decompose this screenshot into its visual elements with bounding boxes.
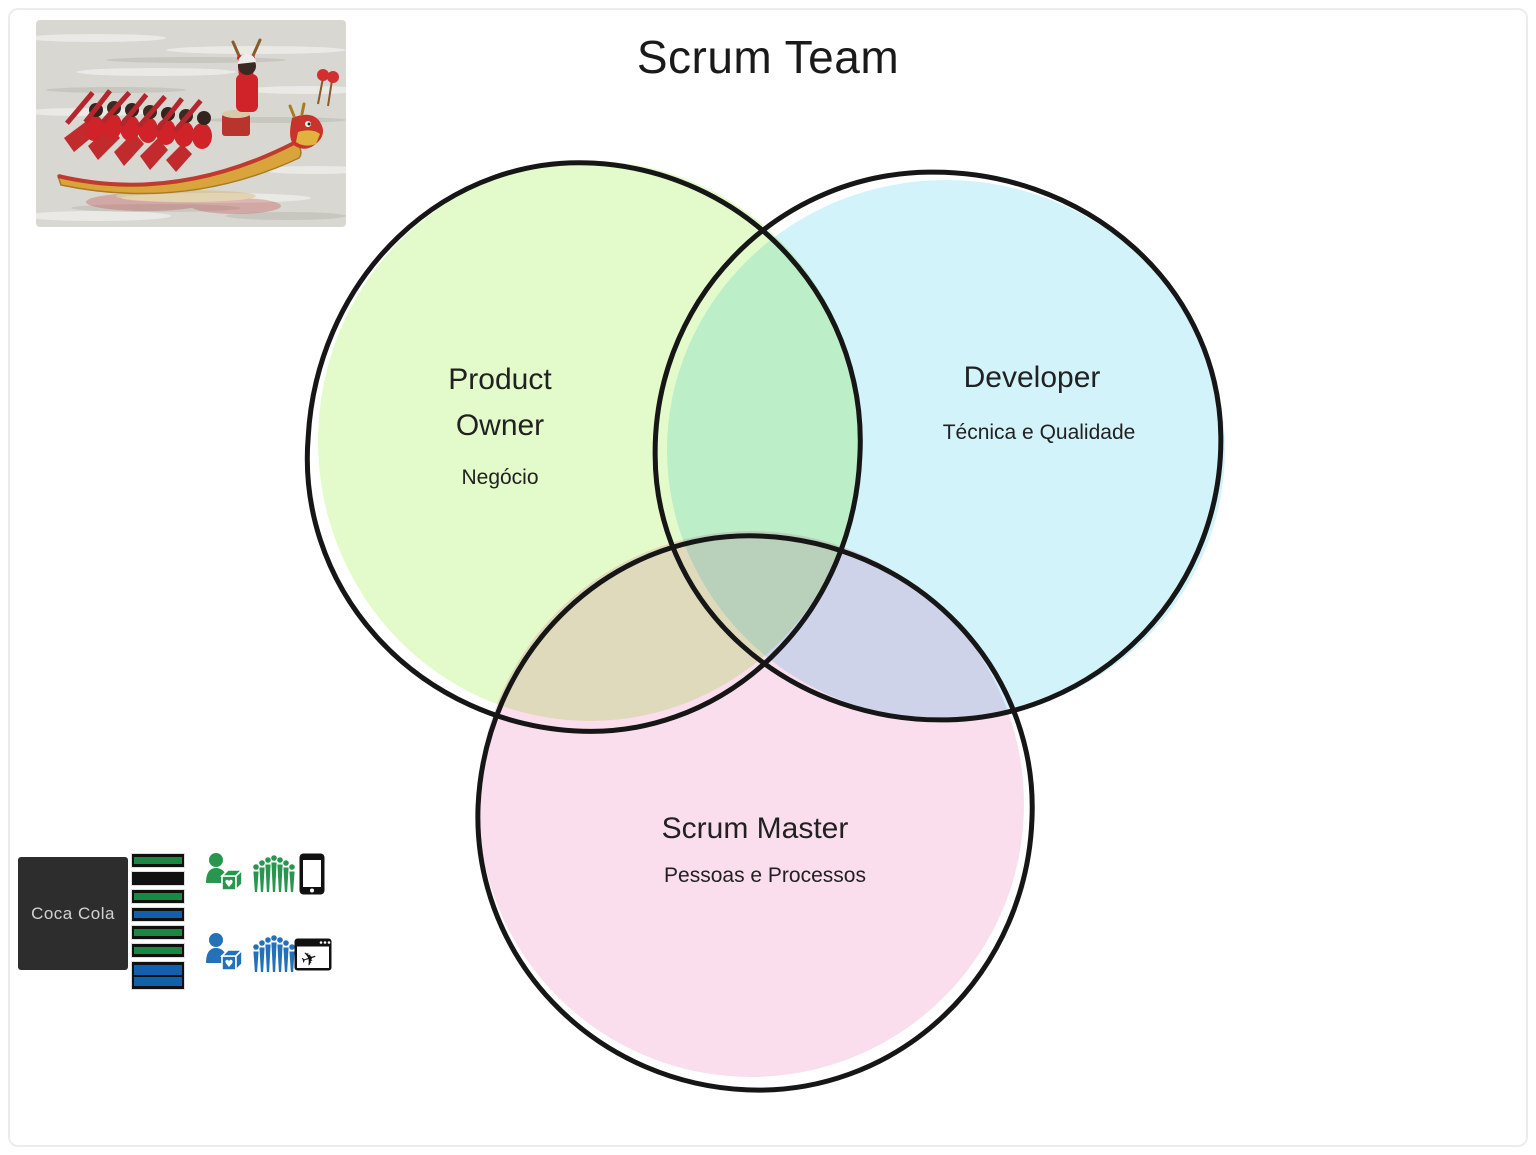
team-icon[interactable]	[251, 854, 297, 899]
page-title[interactable]: Scrum Team	[636, 31, 900, 83]
team-icon[interactable]	[251, 934, 297, 979]
svg-text:♥: ♥	[225, 879, 234, 890]
bar-row	[131, 871, 185, 886]
developer-label[interactable]: Developer	[963, 361, 1101, 394]
svg-text:♥: ♥	[225, 959, 234, 970]
bar-row	[131, 907, 185, 922]
product-owner-label[interactable]: Product Owner	[448, 363, 552, 442]
venn-outlines	[304, 160, 1224, 1093]
bar-row	[131, 889, 185, 904]
bar-row	[131, 943, 185, 958]
product-owner-sublabel[interactable]: Negócio	[461, 466, 539, 489]
bar-row	[131, 925, 185, 940]
coca-cola-card[interactable]: Coca Cola	[18, 857, 128, 970]
scrum-master-sublabel[interactable]: Pessoas e Processos	[664, 864, 866, 887]
customer-with-product-icon[interactable]: ♥	[204, 932, 244, 979]
dragon-boat-illustration	[36, 20, 346, 227]
travel-website-icon[interactable]: ✈	[294, 938, 332, 976]
svg-text:✈: ✈	[298, 946, 320, 971]
product-owner-outline	[304, 160, 863, 734]
developer-outline	[652, 169, 1224, 723]
scrum-master-circle[interactable]	[478, 531, 1024, 1077]
mobile-phone-icon[interactable]	[299, 853, 325, 900]
scrum-master-outline	[475, 533, 1035, 1093]
venn-fills	[318, 161, 1225, 1077]
coca-cola-label: Coca Cola	[31, 903, 115, 923]
bar-row	[131, 853, 185, 868]
customer-with-product-icon[interactable]: ♥	[204, 852, 244, 899]
dragon-boat-photo[interactable]	[36, 20, 346, 227]
developer-sublabel[interactable]: Técnica e Qualidade	[942, 421, 1136, 444]
bar-row-double	[131, 961, 185, 990]
scrum-master-label[interactable]: Scrum Master	[661, 812, 849, 845]
bar-stack[interactable]	[131, 853, 185, 990]
